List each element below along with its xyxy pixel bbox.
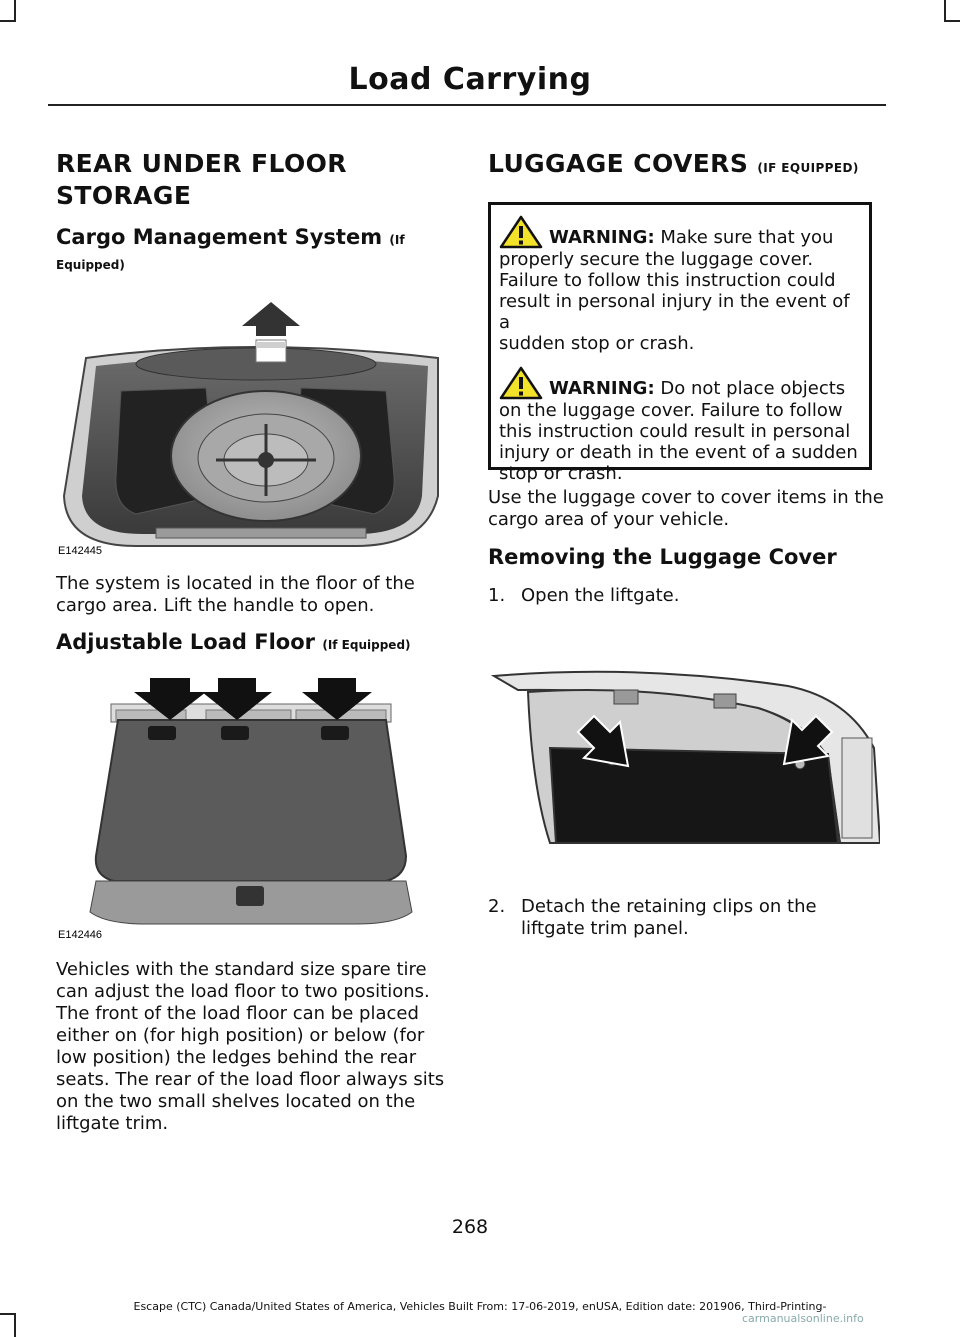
- warning-label: WARNING:: [549, 378, 655, 399]
- section-title-line2: STORAGE: [56, 181, 192, 210]
- alf-line: liftgate trim.: [56, 1113, 169, 1134]
- alf-tag: (If Equipped): [322, 638, 411, 652]
- warning-text: stop or crash.: [499, 463, 623, 484]
- step-number: 2.: [488, 896, 506, 917]
- warning-2: WARNING: Do not place objects: [499, 366, 861, 400]
- warning-text: Make sure that you: [660, 227, 834, 248]
- intro-line: cargo area of your vehicle.: [488, 509, 730, 530]
- warning-icon: [499, 215, 543, 249]
- alf-line: low position) the ledges behind the rear: [56, 1047, 417, 1068]
- luggage-title-text: LUGGAGE COVERS: [488, 149, 749, 178]
- step-2: 2. Detach the retaining clips on the lif…: [488, 896, 878, 946]
- warning-text: Do not place objects: [660, 378, 846, 399]
- warning-box: WARNING: Make sure that you properly sec…: [488, 202, 872, 484]
- section-title-line1: REAR UNDER FLOOR: [56, 149, 347, 178]
- header-divider: [48, 104, 886, 106]
- luggage-title-tag: (IF EQUIPPED): [757, 161, 859, 175]
- cms-heading: Cargo Management System (If Equipped): [56, 223, 456, 272]
- alf-line: seats. The rear of the load floor always…: [56, 1069, 445, 1090]
- cms-text-line: The system is located in the floor of th…: [56, 573, 415, 594]
- cms-heading-text: Cargo Management System: [56, 225, 383, 249]
- warning-text: Failure to follow this instruction could: [499, 270, 836, 291]
- crop-mark: [944, 0, 946, 22]
- alf-line: The front of the load floor can be place…: [56, 1003, 419, 1024]
- warning-text: on the luggage cover. Failure to follow: [499, 400, 843, 421]
- figure-id: E142446: [58, 929, 102, 941]
- underfloor-storage-figure: E142445: [58, 302, 439, 557]
- warning-1: WARNING: Make sure that you: [499, 215, 861, 249]
- warning-text: sudden stop or crash.: [499, 333, 695, 354]
- figure-id: E142445: [58, 545, 102, 557]
- warning-text: this instruction could result in persona…: [499, 421, 851, 442]
- removing-heading: Removing the Luggage Cover: [488, 543, 888, 571]
- alf-line: can adjust the load floor to two positio…: [56, 981, 430, 1002]
- step-text: liftgate trim panel.: [521, 918, 689, 939]
- liftgate-figure: [490, 670, 880, 844]
- warning-label: WARNING:: [549, 227, 655, 248]
- removing-heading-text: Removing the Luggage Cover: [488, 545, 837, 569]
- alf-line: either on (for high position) or below (…: [56, 1025, 425, 1046]
- alf-paragraph: Vehicles with the standard size spare ti…: [56, 959, 456, 1135]
- watermark: carmanualsonline.info: [742, 1312, 864, 1325]
- warning-text: injury or death in the event of a sudden: [499, 442, 858, 463]
- left-section-title: REAR UNDER FLOOR STORAGE: [56, 148, 347, 212]
- crop-mark: [0, 1313, 16, 1315]
- cms-text-line: cargo area. Lift the handle to open.: [56, 595, 375, 616]
- alf-heading-text: Adjustable Load Floor: [56, 630, 316, 654]
- warning-text: properly secure the luggage cover.: [499, 249, 814, 270]
- load-floor-figure: E142446: [58, 678, 413, 941]
- step-text: Open the liftgate.: [521, 585, 680, 606]
- warning-text: result in personal injury in the event o…: [499, 291, 850, 333]
- cms-tag-1: (If: [389, 233, 405, 247]
- cms-paragraph: The system is located in the floor of th…: [56, 573, 456, 617]
- luggage-covers-title: LUGGAGE COVERS (IF EQUIPPED): [488, 148, 888, 184]
- footer-text: Escape (CTC) Canada/United States of Ame…: [133, 1300, 827, 1313]
- crop-mark: [0, 20, 16, 22]
- crop-mark: [944, 20, 960, 22]
- page-header-title: Load Carrying: [348, 62, 592, 97]
- crop-mark: [14, 1313, 16, 1337]
- luggage-intro: Use the luggage cover to cover items in …: [488, 487, 888, 531]
- crop-mark: [14, 0, 16, 22]
- warning-icon: [499, 366, 543, 400]
- step-text: Detach the retaining clips on the: [521, 896, 817, 917]
- page-number: 268: [451, 1216, 489, 1238]
- alf-line: on the two small shelves located on the: [56, 1091, 416, 1112]
- cms-tag-2: Equipped): [56, 258, 125, 272]
- step-number: 1.: [488, 585, 506, 606]
- alf-heading: Adjustable Load Floor (If Equipped): [56, 628, 456, 659]
- intro-line: Use the luggage cover to cover items in …: [488, 487, 884, 508]
- alf-line: Vehicles with the standard size spare ti…: [56, 959, 427, 980]
